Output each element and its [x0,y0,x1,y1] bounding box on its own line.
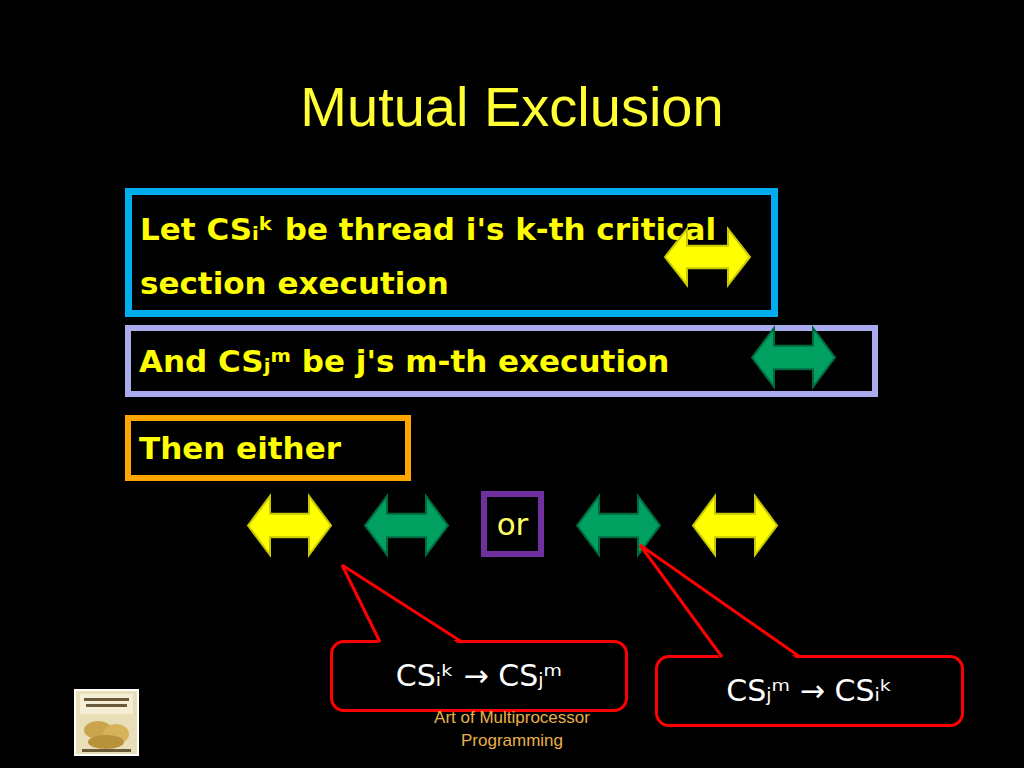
statement-box: Then either [125,415,411,481]
callout-tail [640,545,800,661]
double-arrow [665,229,750,285]
definition-box: Let CSᵢᵏ be thread i's k-th critical sec… [125,188,778,317]
double-arrow [577,496,660,555]
double-arrow [248,496,331,555]
book-cover [75,690,138,755]
box-text: CSᵢᵏ → CSⱼᵐ [396,656,562,696]
callout-tail [342,565,462,646]
callout-tail-edge [342,565,462,642]
callout-tail-fill [640,545,800,661]
callout-box: CSⱼᵐ → CSᵢᵏ [655,655,964,727]
callout-tail-edge [640,545,722,657]
box-text: CSⱼᵐ → CSᵢᵏ [726,671,892,711]
box-text: Let CSᵢᵏ be thread i's k-th critical sec… [140,202,763,310]
footer-text: Art of Multiprocessor Programming [400,706,624,752]
double-arrow [693,496,777,555]
definition-box: And CSⱼᵐ be j's m-th execution [125,325,878,397]
callout-box: CSᵢᵏ → CSⱼᵐ [330,640,628,712]
callout-tail-edge [640,545,800,657]
box-text: And CSⱼᵐ be j's m-th execution [139,341,669,381]
callout-tail-fill [342,565,462,646]
or-box: or [481,491,544,557]
slide-title: Mutual Exclusion [0,74,1024,139]
callout-tail-edge [342,565,380,642]
box-text: Then either [139,428,341,468]
box-text: or [497,504,529,544]
double-arrow [365,496,448,555]
double-arrow [752,328,835,387]
